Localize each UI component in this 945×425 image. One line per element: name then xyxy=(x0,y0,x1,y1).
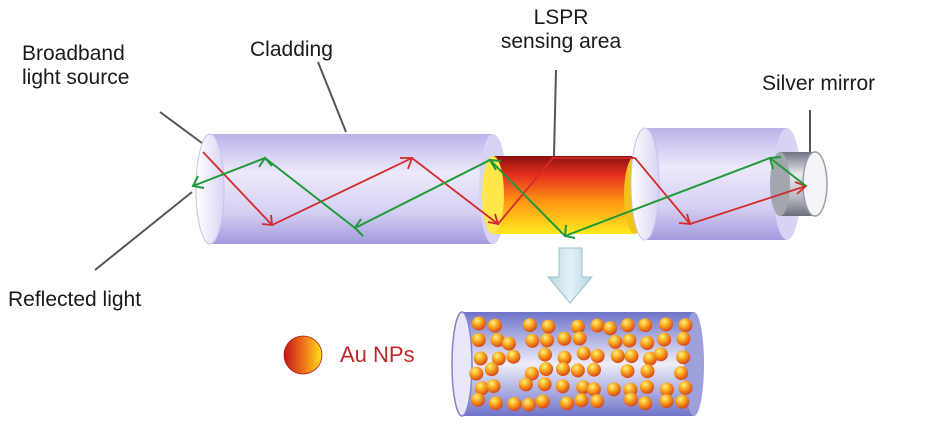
gold-nanoparticle xyxy=(471,316,486,331)
gold-nanoparticle xyxy=(557,331,572,346)
gold-nanoparticle xyxy=(576,380,591,395)
gold-nanoparticle xyxy=(643,351,657,366)
gold-nanoparticle xyxy=(537,377,552,392)
gold-nanoparticle xyxy=(587,362,601,377)
gold-nanoparticle xyxy=(586,382,601,397)
down-arrow-icon xyxy=(546,247,594,304)
gold-nanoparticle xyxy=(487,318,502,333)
gold-nanoparticle xyxy=(638,318,653,333)
gold-nanoparticle xyxy=(675,394,690,409)
gold-nanoparticle xyxy=(574,393,589,408)
au-nps-label: Au NPs xyxy=(340,342,415,367)
gold-nanoparticle xyxy=(555,379,570,394)
gold-nanoparticle xyxy=(590,349,605,363)
gold-nanoparticle xyxy=(556,362,570,377)
cladding-left xyxy=(195,133,507,245)
gold-nanoparticle xyxy=(572,331,587,346)
gold-nanoparticle xyxy=(524,366,539,381)
gold-nanoparticle xyxy=(518,377,533,392)
cladding-callout-line xyxy=(317,61,347,133)
gold-nanoparticle xyxy=(560,396,574,411)
gold-nanoparticle xyxy=(491,351,506,366)
gold-nanoparticle xyxy=(570,319,585,334)
gold-nanoparticle xyxy=(610,349,625,364)
gold-nanoparticle xyxy=(620,318,635,333)
gold-nanoparticle xyxy=(622,333,637,348)
gold-nanoparticle xyxy=(570,363,585,378)
gold-nanoparticle xyxy=(576,346,591,361)
reflected-callout-line xyxy=(94,191,193,271)
gold-nanoparticle xyxy=(603,321,618,336)
gold-nanoparticle xyxy=(501,336,516,351)
gold-nanoparticle xyxy=(653,347,668,362)
gold-nanoparticle xyxy=(624,349,639,364)
gold-nanoparticle xyxy=(474,381,489,396)
reflected-ray-arrowheads xyxy=(191,156,782,239)
nanoparticle-icon xyxy=(283,335,323,375)
gold-nanoparticle xyxy=(590,318,605,333)
gold-nanoparticle xyxy=(469,366,484,381)
gold-nanoparticle xyxy=(623,392,638,407)
lspr-label-line1: LSPR xyxy=(533,6,589,29)
gold-nanoparticle xyxy=(678,318,693,333)
gold-nanoparticle xyxy=(507,397,522,411)
gold-nanoparticle xyxy=(590,394,605,409)
gold-nanoparticle xyxy=(486,379,501,394)
callout-lines xyxy=(94,61,811,271)
silver-mirror xyxy=(770,151,828,217)
gold-nanoparticle xyxy=(676,331,691,346)
gold-nanoparticle xyxy=(608,334,623,349)
gold-nanoparticle xyxy=(674,366,689,381)
gold-nanoparticle xyxy=(606,382,621,397)
broadband-label-line1: Broadband xyxy=(22,42,125,65)
gold-nanoparticle xyxy=(676,350,691,365)
broadband-label: Broadband light source xyxy=(22,42,129,90)
lspr-label: LSPR sensing area xyxy=(476,6,646,54)
lspr-label-line2: sensing area xyxy=(500,30,622,53)
gold-nanoparticle xyxy=(490,333,505,348)
lspr-sensing-area xyxy=(482,156,646,234)
gold-nanoparticle xyxy=(484,362,499,377)
gold-nanoparticle xyxy=(659,394,674,409)
gold-nanoparticle xyxy=(488,396,503,411)
gold-nanoparticle xyxy=(640,336,655,350)
reflected-light-label: Reflected light xyxy=(8,288,142,311)
gold-nanoparticle xyxy=(521,397,536,412)
gold-nanoparticle xyxy=(535,394,550,409)
gold-nanoparticle xyxy=(657,332,672,347)
gold-nanoparticle xyxy=(522,318,537,333)
gold-nanoparticle xyxy=(659,317,673,332)
gold-nanoparticle xyxy=(525,333,540,348)
gold-nanoparticle xyxy=(471,392,485,407)
gold-nanoparticle xyxy=(538,347,552,362)
gold-nanoparticle xyxy=(540,333,554,348)
broadband-callout-line xyxy=(159,111,207,147)
gold-nanoparticle xyxy=(659,382,674,397)
nanoparticle-layer xyxy=(469,316,693,412)
broadband-label-line2: light source xyxy=(22,66,130,89)
gold-nanoparticle xyxy=(557,350,572,365)
gold-nanoparticle xyxy=(541,319,556,334)
incident-light-ray xyxy=(202,151,807,227)
gold-nanoparticle xyxy=(640,380,654,394)
gold-nanoparticle xyxy=(638,396,653,411)
incident-ray-arrowheads xyxy=(261,157,808,227)
gold-nanoparticle xyxy=(506,349,521,364)
gold-nanoparticle xyxy=(678,380,693,395)
gold-nanoparticle xyxy=(473,351,488,366)
gold-nanoparticle xyxy=(539,362,554,376)
gold-nanoparticle xyxy=(620,364,635,379)
gold-nanoparticle xyxy=(640,364,655,379)
cladding-label: Cladding xyxy=(250,38,333,61)
lspr-callout-line xyxy=(553,69,557,157)
gold-nanoparticle xyxy=(471,333,486,347)
silver-mirror-label: Silver mirror xyxy=(762,72,876,95)
